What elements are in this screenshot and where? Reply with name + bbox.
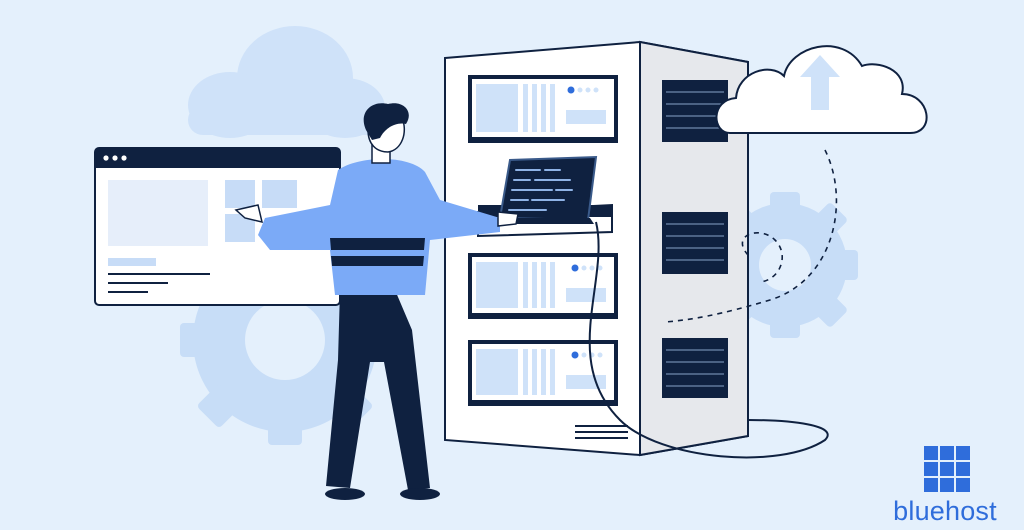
- background-cloud: [188, 26, 388, 138]
- drive-bay-3: [468, 340, 618, 406]
- cable: [588, 221, 829, 459]
- drive-bay-1: [468, 75, 618, 143]
- browser-window-icon: [94, 147, 341, 306]
- cloud-upload-icon: [715, 45, 928, 134]
- person-figure: [234, 103, 519, 500]
- drive-bay-2: [468, 253, 618, 319]
- grid-logo-icon: [924, 446, 970, 492]
- dashed-loop: [741, 231, 784, 283]
- brand-logo: bluehost: [880, 440, 1020, 528]
- server-rack-icon: [444, 40, 749, 457]
- brand-name: bluehost: [893, 496, 997, 526]
